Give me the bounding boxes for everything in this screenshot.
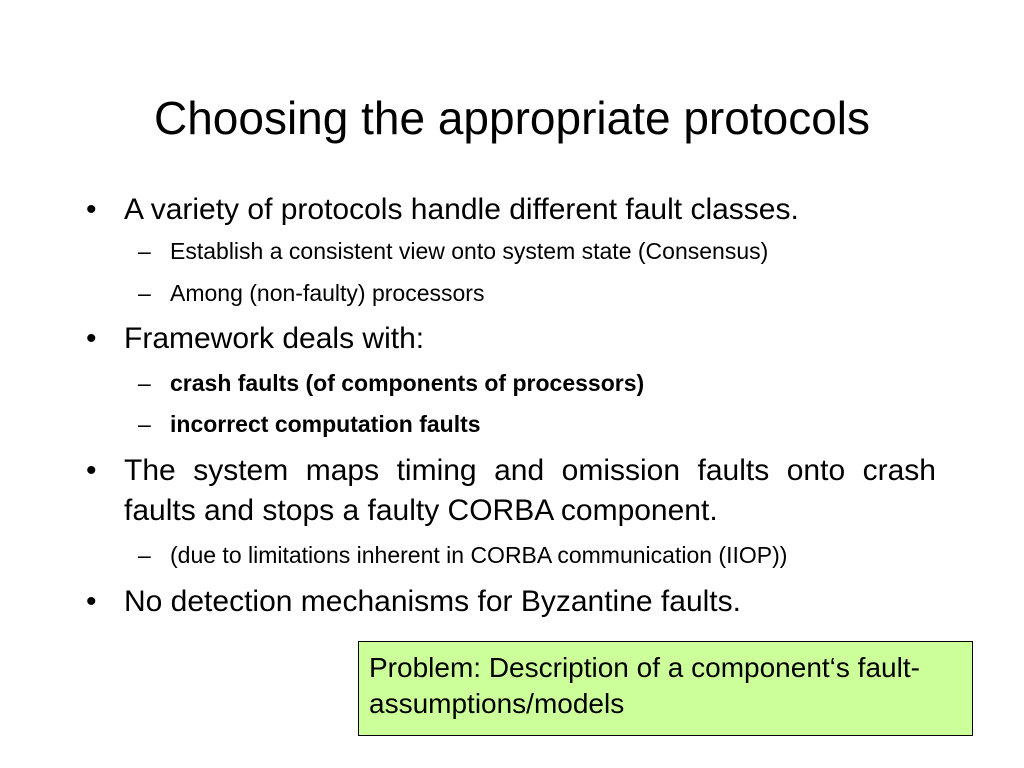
problem-callout-box: Problem: Description of a component‘s fa… — [358, 641, 973, 736]
sub-bullet-text: Among (non-faulty) processors — [170, 280, 485, 306]
sub-bullet-item: – crash faults (of components of process… — [138, 368, 950, 398]
dash-marker: – — [138, 370, 151, 396]
bullet-text: A variety of protocols handle different … — [124, 193, 799, 226]
bullet-text: The system maps timing and omission faul… — [124, 454, 936, 527]
bullet-item: • The system maps timing and omission fa… — [86, 451, 936, 531]
bullet-marker: • — [86, 322, 97, 355]
dash-marker: – — [138, 280, 151, 306]
sub-bullet-text: Establish a consistent view onto system … — [170, 238, 769, 264]
dash-marker: – — [138, 542, 151, 568]
callout-text: Problem: Description of a component‘s fa… — [369, 652, 920, 719]
sub-bullet-item: – Establish a consistent view onto syste… — [138, 236, 950, 266]
slide-title: Choosing the appropriate protocols — [153, 92, 870, 144]
bullet-marker: • — [86, 193, 97, 226]
sub-bullet-text: (due to limitations inherent in CORBA co… — [170, 542, 788, 568]
bullet-marker: • — [86, 454, 97, 487]
sub-bullet-item: – incorrect computation faults — [138, 409, 950, 439]
sub-bullet-item: – (due to limitations inherent in CORBA … — [138, 540, 950, 570]
sub-bullet-text: incorrect computation faults — [170, 411, 481, 437]
dash-marker: – — [138, 411, 151, 437]
bullet-text: Framework deals with: — [124, 322, 425, 355]
bullet-item: • No detection mechanisms for Byzantine … — [86, 582, 936, 622]
sub-bullet-text: crash faults (of components of processor… — [170, 370, 645, 396]
bullet-text: No detection mechanisms for Byzantine fa… — [124, 585, 741, 618]
bullet-marker: • — [86, 585, 97, 618]
sub-bullet-item: – Among (non-faulty) processors — [138, 278, 950, 308]
bullet-item: • A variety of protocols handle differen… — [86, 190, 936, 230]
dash-marker: – — [138, 238, 151, 264]
bullet-item: • Framework deals with: — [86, 319, 936, 359]
